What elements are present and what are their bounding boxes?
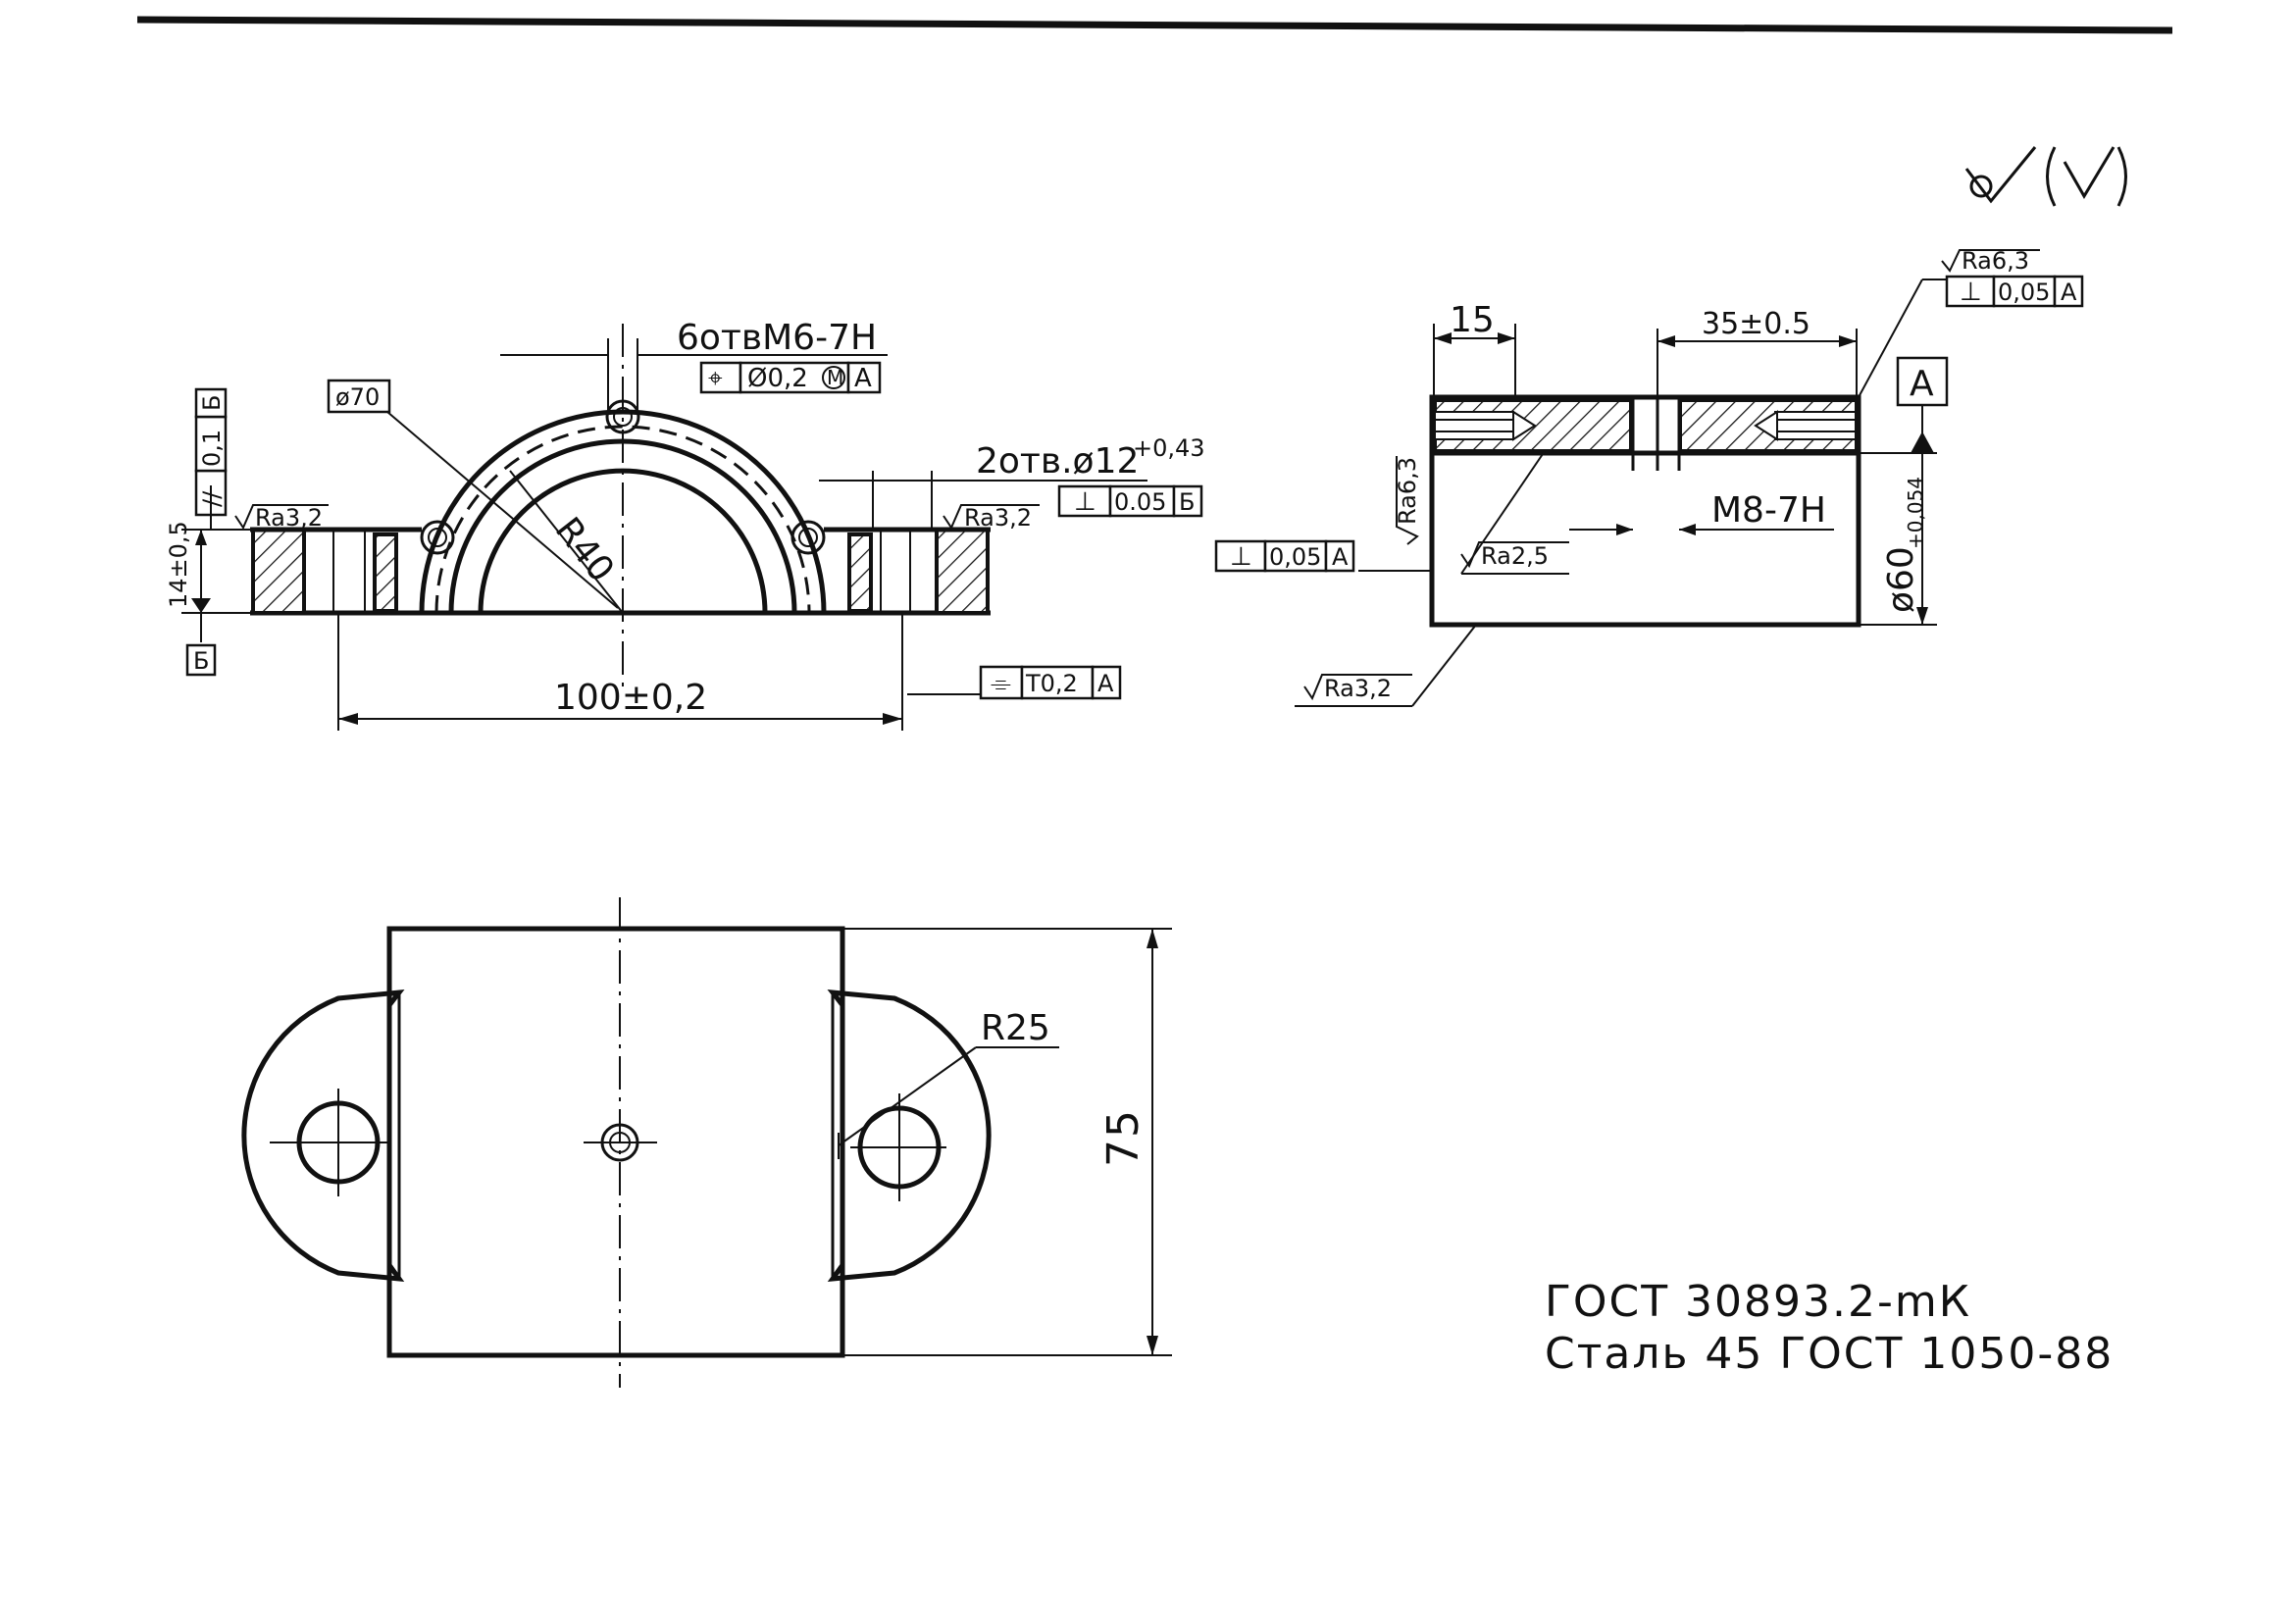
bolt-circle-arc (434, 425, 811, 614)
right-lug (827, 989, 992, 1283)
holes-label: 2отв.ø12 (976, 441, 1139, 482)
svg-text:А: А (854, 364, 872, 393)
svg-text:Ra6,3: Ra6,3 (1962, 247, 2029, 275)
threaded-hole-top (605, 399, 640, 434)
svg-text:Ra2,5: Ra2,5 (1481, 542, 1549, 570)
thread-label: М8-7Н (1711, 490, 1826, 531)
left-flange-section (251, 528, 306, 615)
outer-arc (419, 409, 827, 614)
diameter-dim: ø60 (1881, 546, 1921, 613)
roughness-right: Ra3,2 (943, 504, 1040, 532)
standard-note: ГОСТ 30893.2-mК (1545, 1277, 1971, 1327)
svg-text:⌯: ⌯ (991, 669, 1011, 698)
thread-hole-left (1434, 410, 1537, 441)
svg-text:0.05: 0.05 (1114, 488, 1166, 516)
svg-text:А: А (1097, 670, 1114, 697)
side-body (1429, 394, 1861, 628)
svg-text:M: M (827, 366, 843, 389)
roughness-mid: Ra2,5 (1460, 541, 1569, 575)
front-view: R40 ø70 6отвМ6-7Н ⌖ Ø0,2 M А 2отв.ø12 +0… (165, 318, 1205, 731)
svg-text:Б: Б (198, 395, 226, 411)
material-note: Сталь 45 ГОСТ 1050-88 (1545, 1329, 2114, 1379)
roughness-top: Ra6,3 (1941, 247, 2040, 275)
svg-text:T0,2: T0,2 (1025, 670, 1078, 697)
d70-label: ø70 (335, 383, 380, 411)
svg-text:Ra6,3: Ra6,3 (1394, 457, 1421, 525)
svg-text:⊥: ⊥ (1960, 278, 1982, 307)
roughness-left-side: Ra6,3 (1394, 456, 1421, 545)
svg-text:⌖: ⌖ (708, 364, 723, 393)
threaded-holes-label: 6отвМ6-7Н (677, 318, 877, 358)
svg-text:0,05: 0,05 (1269, 543, 1321, 571)
right-flange-section (935, 528, 990, 615)
top-view: R25 75 (241, 897, 1172, 1388)
dim-15: 15 (1450, 300, 1495, 340)
perp-tolerance-frame-top: ⊥ 0,05 А (1945, 275, 2084, 308)
threaded-hole-left (420, 520, 455, 555)
svg-text:0,1: 0,1 (198, 430, 226, 467)
diameter-tolerance: +0,054 (1904, 477, 1927, 549)
perp-tolerance-frame-left: ⊥ 0,05 А (1214, 539, 1355, 573)
datum-b-label: Б (193, 647, 209, 675)
r25-label: R25 (981, 1008, 1050, 1048)
thickness-dim: 14±0,5 (165, 521, 192, 608)
svg-text:Б: Б (1179, 488, 1195, 516)
dim-35: 35±0.5 (1702, 307, 1810, 341)
svg-text:Ra3,2: Ra3,2 (255, 504, 323, 532)
svg-text:Ra3,2: Ra3,2 (1324, 675, 1392, 702)
svg-text:⊥: ⊥ (1074, 487, 1096, 517)
holes-tolerance: +0,43 (1133, 434, 1205, 462)
svg-text:А: А (1332, 543, 1349, 571)
svg-text:Ø0,2: Ø0,2 (747, 364, 808, 393)
perp-tolerance-frame-b: ⊥ 0.05 Б (1057, 484, 1203, 518)
threaded-hole-right (790, 520, 826, 555)
thread-hole-right (1754, 410, 1857, 441)
svg-text:0,05: 0,05 (1998, 279, 2050, 306)
svg-text:⊥: ⊥ (1230, 542, 1252, 572)
r40-label: R40 (547, 510, 622, 589)
svg-text:А: А (2061, 279, 2077, 306)
symmetry-tolerance-frame: ⌯ T0,2 А (979, 665, 1122, 700)
roughness-bottom: Ra3,2 (1295, 674, 1412, 707)
sheet-top-border (136, 16, 2173, 34)
left-lug (241, 989, 405, 1283)
general-roughness-symbol (1964, 146, 2127, 207)
position-tolerance-frame: ⌖ Ø0,2 M А (699, 361, 882, 394)
side-view: 15 35±0.5 Ra6,3 ⊥ 0,05 А А ø60 (1214, 247, 2084, 707)
length-dim: 75 (1098, 1108, 1148, 1167)
width-dim: 100±0,2 (554, 678, 707, 718)
roughness-left: Ra3,2 (234, 504, 329, 532)
parallel-tolerance-frame: // 0,1 Б (194, 387, 228, 517)
datum-a-box: А (1910, 364, 1934, 404)
svg-text:Ra3,2: Ra3,2 (964, 504, 1032, 532)
